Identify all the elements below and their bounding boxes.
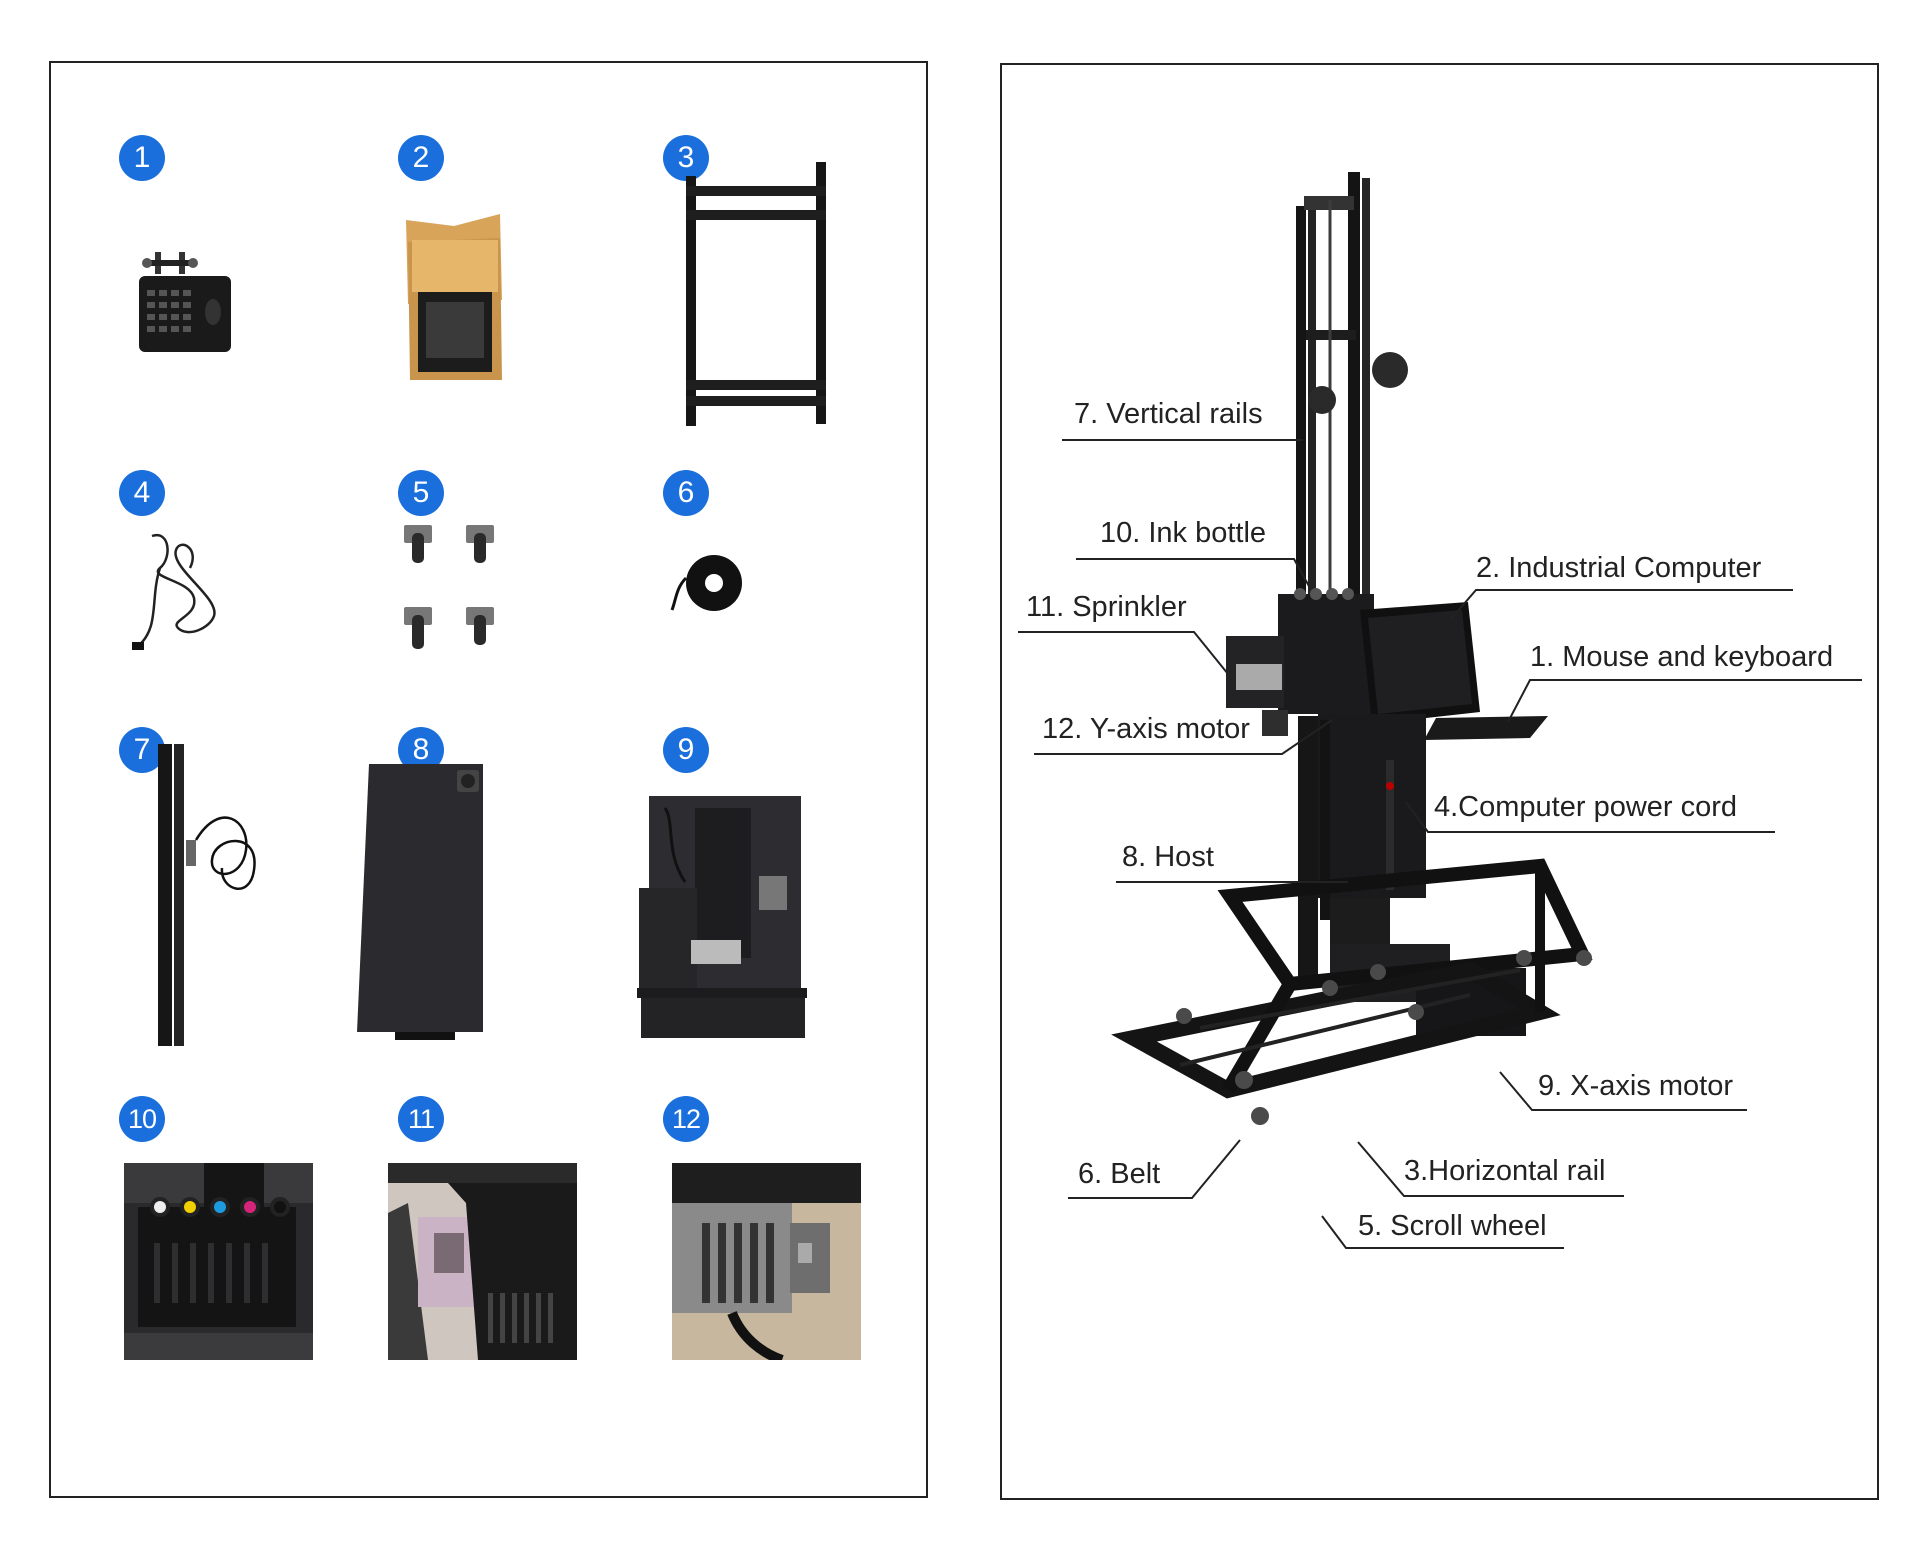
label-y-axis-motor: 12. Y-axis motor xyxy=(1042,713,1250,745)
vertical-rail-icon xyxy=(150,740,270,1050)
mouse-keyboard-tray-icon xyxy=(135,250,235,360)
part-number-badge: 9 xyxy=(663,727,709,773)
assembly-panel xyxy=(1000,63,1879,1500)
label-sprinkler: 11. Sprinkler xyxy=(1026,591,1187,623)
sprinkler-icon xyxy=(388,1163,577,1360)
label-industrial-computer: 2. Industrial Computer xyxy=(1476,552,1762,584)
label-x-axis-motor: 9. X-axis motor xyxy=(1538,1070,1733,1102)
ink-bottle-icon xyxy=(124,1163,313,1360)
label-horizontal-rail: 3.Horizontal rail xyxy=(1404,1155,1606,1187)
part-number-badge: 4 xyxy=(119,470,165,516)
assembled-printer-diagram xyxy=(1000,150,1860,1250)
part-number-badge: 1 xyxy=(119,135,165,181)
power-cord-icon xyxy=(130,528,230,658)
part-number-badge: 11 xyxy=(398,1096,444,1142)
label-vertical-rails: 7. Vertical rails xyxy=(1074,398,1263,430)
y-axis-motor-icon xyxy=(672,1163,861,1360)
label-belt: 6. Belt xyxy=(1078,1158,1161,1190)
part-number-badge: 5 xyxy=(398,470,444,516)
industrial-computer-box-icon xyxy=(404,212,504,382)
label-scroll-wheel: 5. Scroll wheel xyxy=(1358,1210,1547,1242)
part-number-badge: 7 xyxy=(119,727,165,773)
part-number-badge: 2 xyxy=(398,135,444,181)
belt-roll-icon xyxy=(670,548,750,618)
part-number-badge: 6 xyxy=(663,470,709,516)
part-number-badge: 10 xyxy=(119,1096,165,1142)
host-board-icon xyxy=(355,760,487,1042)
horizontal-rail-frame-icon xyxy=(678,158,848,428)
label-host: 8. Host xyxy=(1122,841,1214,873)
label-computer-power-cord: 4.Computer power cord xyxy=(1434,791,1738,823)
label-mouse-keyboard: 1. Mouse and keyboard xyxy=(1530,641,1834,673)
scroll-wheels-icon xyxy=(400,515,510,660)
part-number-badge: 12 xyxy=(663,1096,709,1142)
label-ink-bottle: 10. Ink bottle xyxy=(1100,517,1267,549)
part-number-badge: 3 xyxy=(663,135,709,181)
x-axis-motor-icon xyxy=(635,792,810,1042)
